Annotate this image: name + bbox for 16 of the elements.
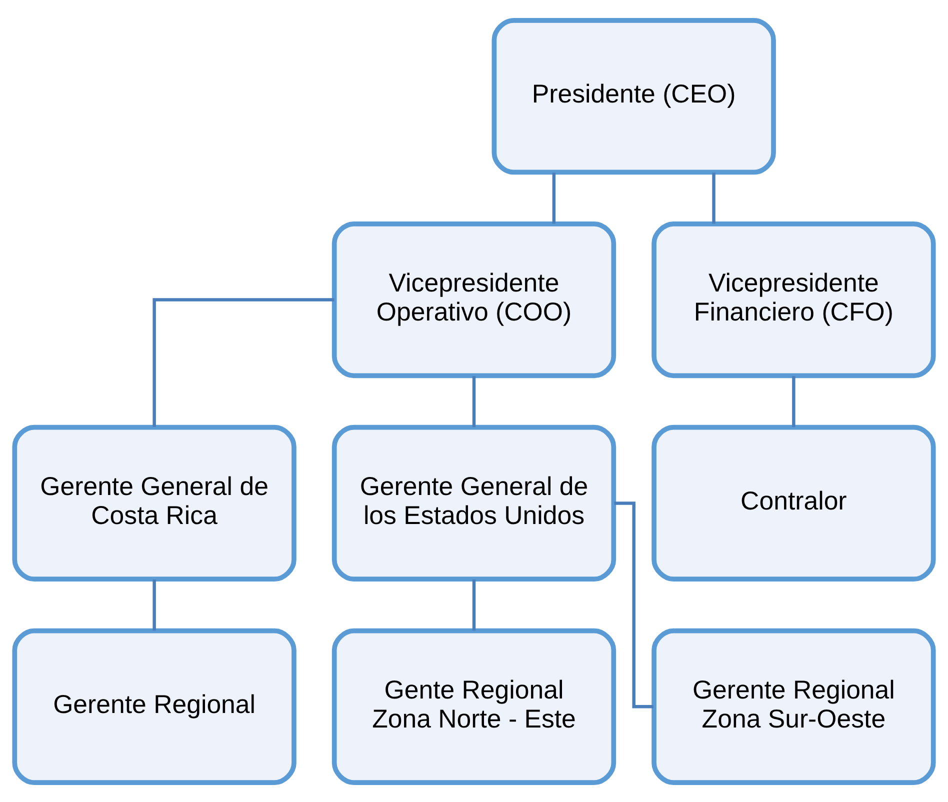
node-box: Gerente General de los Estados Unidos [332, 424, 616, 582]
node-box: Gente Regional Zona Norte - Este [332, 628, 616, 784]
connector [792, 376, 796, 427]
node-box: Gerente Regional Zona Sur-Oeste [652, 628, 936, 784]
node-box: Gerente Regional [12, 628, 296, 784]
node-box: Vicepresidente Operativo (COO) [332, 220, 616, 378]
connector [552, 172, 556, 224]
connector [712, 172, 716, 224]
node-box: Contralor [652, 424, 936, 582]
connector [472, 376, 476, 427]
connector [152, 298, 334, 426]
node-box: Gerente General de Costa Rica [12, 424, 296, 582]
connector [152, 579, 156, 630]
node-box: Vicepresidente Financiero (CFO) [652, 220, 936, 378]
connector [472, 579, 476, 630]
node-box: Presidente (CEO) [492, 18, 776, 174]
